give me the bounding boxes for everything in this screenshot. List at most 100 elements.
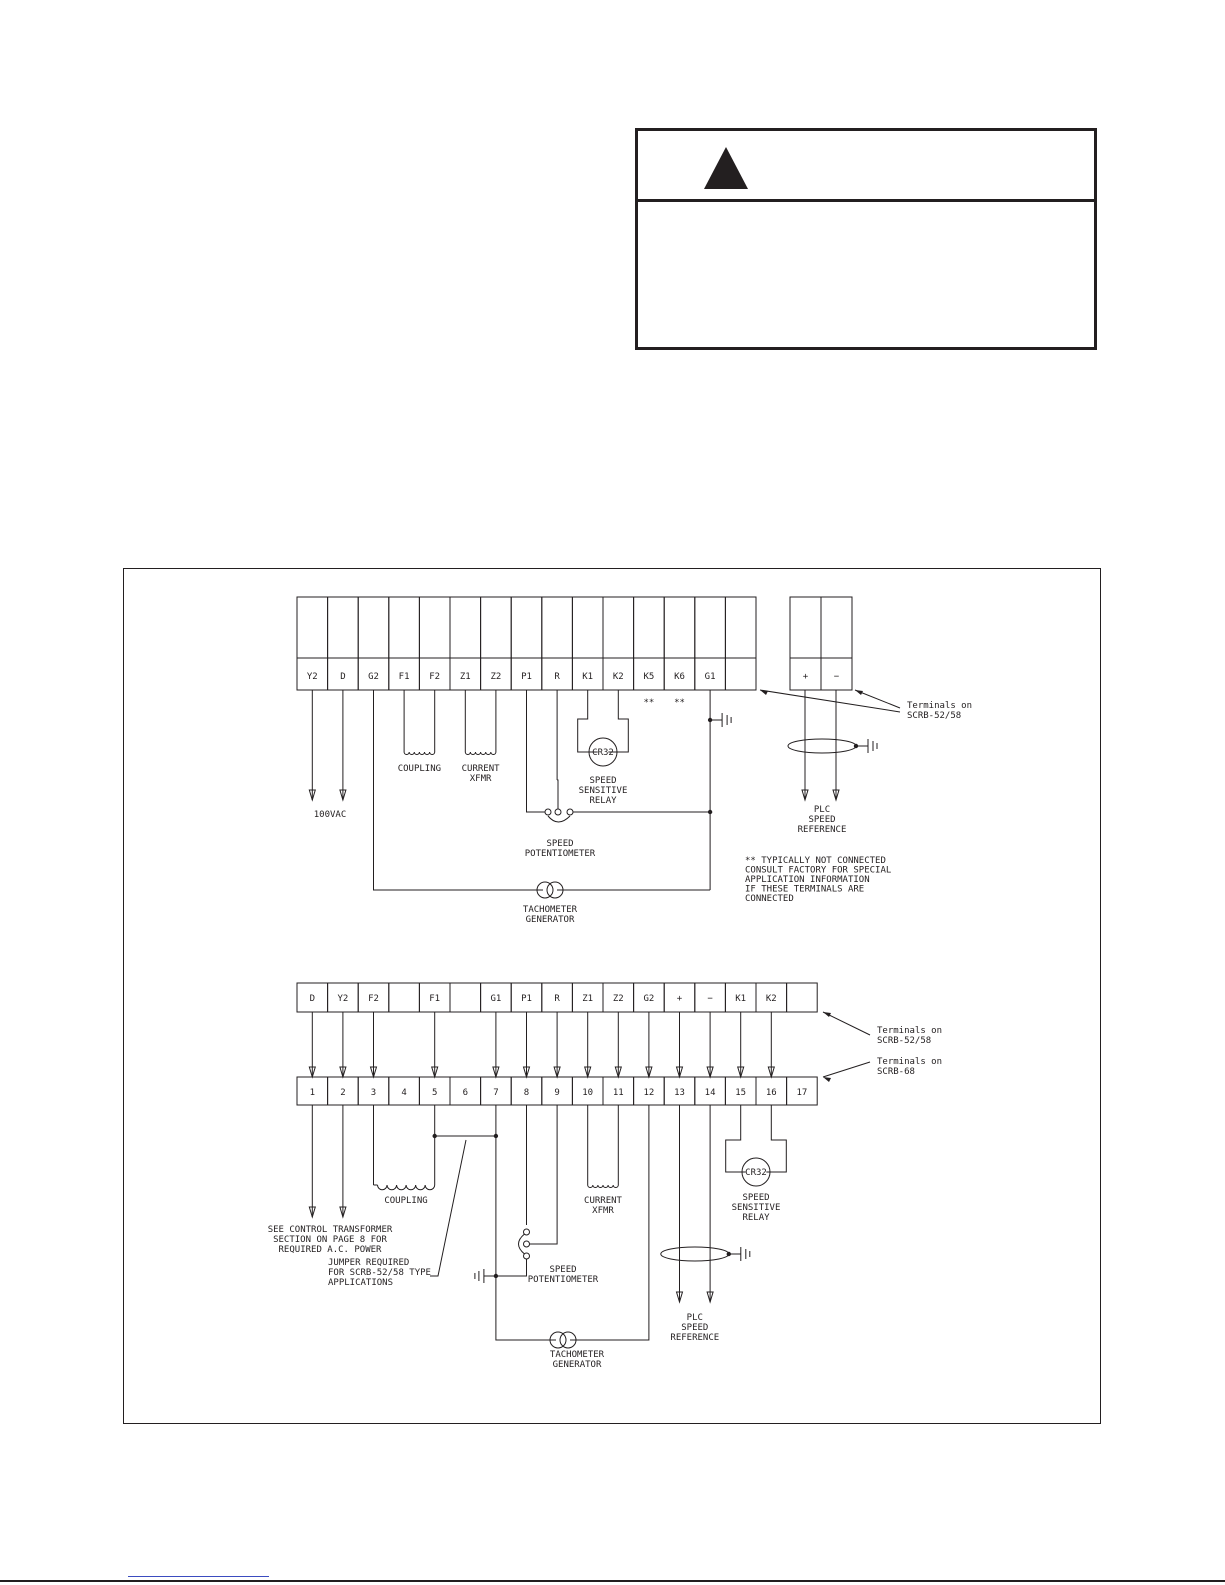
tach-label: GENERATOR [553,1360,602,1370]
arrow-head-icon [308,1206,316,1219]
pot-label: POTENTIOMETER [525,849,596,859]
terminal-label-K2: K2 [613,672,624,682]
terminal-cell [724,596,757,691]
bottom-terminal-label-3: 3 [371,1088,376,1098]
shield-ellipse-icon [660,1246,730,1262]
top-terminal-label-Z1: Z1 [582,994,593,1004]
arrow-head-icon [675,1066,684,1079]
leader-arrow-icon [760,690,768,695]
current-xfmr-label: XFMR [592,1206,614,1216]
terminal-label-Z2: Z2 [490,672,501,682]
relay-label: SPEED [742,1193,769,1203]
top-terminal-label-R: R [554,994,560,1004]
current-xfmr-coil-icon [464,751,497,755]
wire [608,690,629,753]
pot-arc-icon [518,1233,525,1255]
coupling-coil-icon [403,751,436,755]
top-terminals-label: SCRB-52/58 [877,1036,931,1046]
terminal-label-R: R [554,672,560,682]
tachometer-generator-icon [546,881,564,899]
pot-label: SPEED [549,1265,576,1275]
arrow-head-icon [308,1066,316,1079]
power-note: SECTION ON PAGE 8 FOR [273,1235,387,1245]
tach-label: TACHOMETER [550,1350,605,1360]
top-terminal-label-K1: K1 [735,994,746,1004]
wire [570,1105,650,1341]
junction-dot [432,1133,437,1139]
leader-line [822,1061,871,1078]
plc-terminal-label: + [803,672,809,682]
not-connected-mark: ** [643,698,654,708]
jumper-note: FOR SCRB-52/58 TYPE [328,1268,431,1278]
terminal-label-F1: F1 [399,672,410,682]
bottom-terminal-label-14: 14 [705,1088,716,1098]
plc-label: REFERENCE [798,825,847,835]
terminal-label-G1: G1 [705,672,716,682]
top-terminal-label-F2: F2 [368,994,379,1004]
terminal-label-P1: P1 [521,672,532,682]
arrow-head-icon [308,789,316,802]
wire [495,1259,527,1277]
relay-label: SENSITIVE [732,1203,781,1213]
junction-dot [707,809,713,815]
arrow-head-icon [339,1206,347,1219]
arrow-head-icon [369,1066,378,1079]
current-xfmr-label: XFMR [470,774,492,784]
pot-wiper-icon [554,808,562,816]
pot-terminal-icon [544,808,552,816]
arrow-head-icon [675,1291,684,1304]
wire [766,1105,787,1173]
current-xfmr-coil-icon [587,1184,619,1188]
terminal-label-F2: F2 [429,672,440,682]
power-note: SEE CONTROL TRANSFORMER [268,1225,393,1235]
leader-line [854,689,901,709]
relay-symbol: CR32 [745,1168,767,1178]
note-text: CONNECTED [745,894,794,904]
warning-divider [638,199,1094,202]
note-text: ** TYPICALLY NOT CONNECTED [745,856,886,866]
arrow-head-icon [492,1066,500,1079]
wire [526,690,545,813]
relay-coil-icon [588,737,618,767]
wire [430,1139,467,1277]
arrow-head-icon [339,1066,347,1079]
arrow-head-icon [431,1066,439,1079]
bottom-terminal-label-7: 7 [493,1088,498,1098]
arrow-head-icon [737,1066,745,1079]
relay-label: SENSITIVE [579,786,628,796]
tach-label: TACHOMETER [523,905,578,915]
top-terminal-label-P1: P1 [521,994,532,1004]
top-terminal-label-Y2: Y2 [337,994,348,1004]
coupling-label: COUPLING [384,1196,427,1206]
footer-link-underline [128,1576,269,1577]
bottom-terminal-label-4: 4 [401,1088,406,1098]
top-terminal-label-K2: K2 [766,994,777,1004]
arrow-head-icon [614,1066,622,1079]
arrow-head-icon [522,1066,531,1079]
pot-wiper-icon [523,1240,530,1248]
power-label: 100VAC [314,810,347,820]
warning-box [635,128,1097,350]
relay-label: RELAY [742,1213,770,1223]
relay-symbol: CR32 [592,748,614,758]
plc-label: PLC [814,805,830,815]
plc-terminal-label: − [834,672,840,682]
relay-coil-icon [741,1157,771,1187]
pot-arc-icon [547,815,571,823]
tachometer-generator-icon [549,1331,567,1349]
bottom-terminal-label-5: 5 [432,1088,437,1098]
terminals-label: SCRB-52/58 [907,711,961,721]
bottom-terminals-label: SCRB-68 [877,1067,915,1077]
leader-line [822,1011,871,1036]
terminal-label-K5: K5 [643,672,654,682]
arrow-head-icon [801,789,809,802]
bottom-terminal-label-17: 17 [796,1088,807,1098]
leader-arrow-icon [855,690,863,695]
bottom-terminal-label-1: 1 [310,1088,315,1098]
top-terminal-label-+: + [677,994,683,1004]
bottom-terminal-label-2: 2 [340,1088,345,1098]
bottom-terminal-label-10: 10 [582,1088,593,1098]
wire [495,1105,556,1341]
tachometer-generator-icon [559,1331,577,1349]
